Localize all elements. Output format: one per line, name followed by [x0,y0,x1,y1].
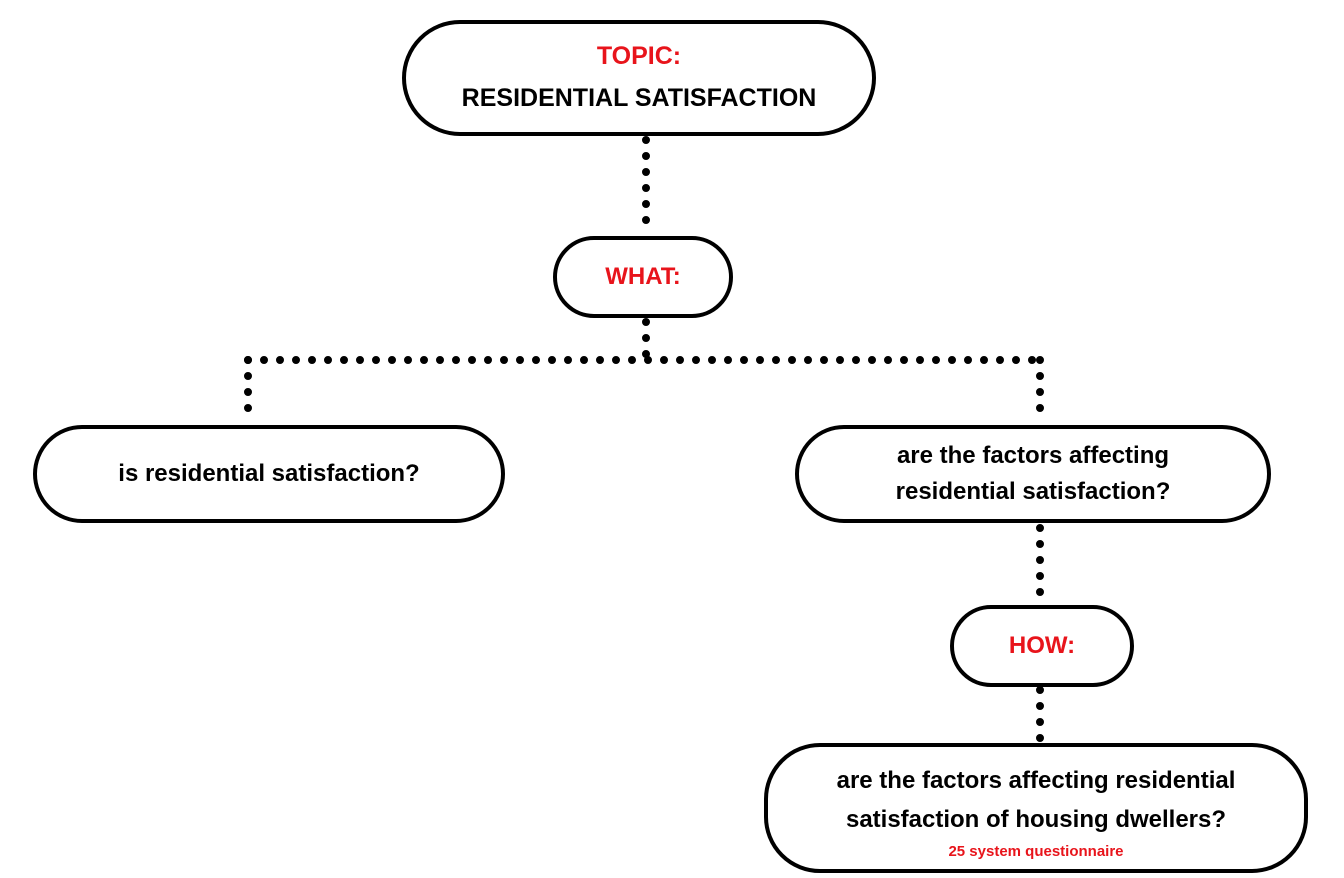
what-factors-line-2: residential satisfaction? [895,478,1171,505]
what-factors-line-1: are the factors affecting [896,442,1170,469]
what-definition-text: is residential satisfaction? [118,459,420,487]
how-node: HOW: [950,605,1134,687]
how-method-line-2: satisfaction of housing dwellers? [845,805,1227,833]
how-method-line-1: are the factors affecting residential [836,767,1236,795]
how-method-note: 25 system questionnaire [948,842,1124,860]
what-factors-node: are the factors affecting residential sa… [795,425,1271,523]
what-label: WHAT: [605,262,681,290]
topic-text: RESIDENTIAL SATISFACTION [461,84,817,112]
what-definition-node: is residential satisfaction? [33,425,505,523]
topic-label: TOPIC: [596,42,682,71]
what-node: WHAT: [553,236,733,318]
topic-node: TOPIC: RESIDENTIAL SATISFACTION [402,20,876,136]
how-label: HOW: [1008,631,1076,659]
how-method-node: are the factors affecting residential sa… [764,743,1308,873]
